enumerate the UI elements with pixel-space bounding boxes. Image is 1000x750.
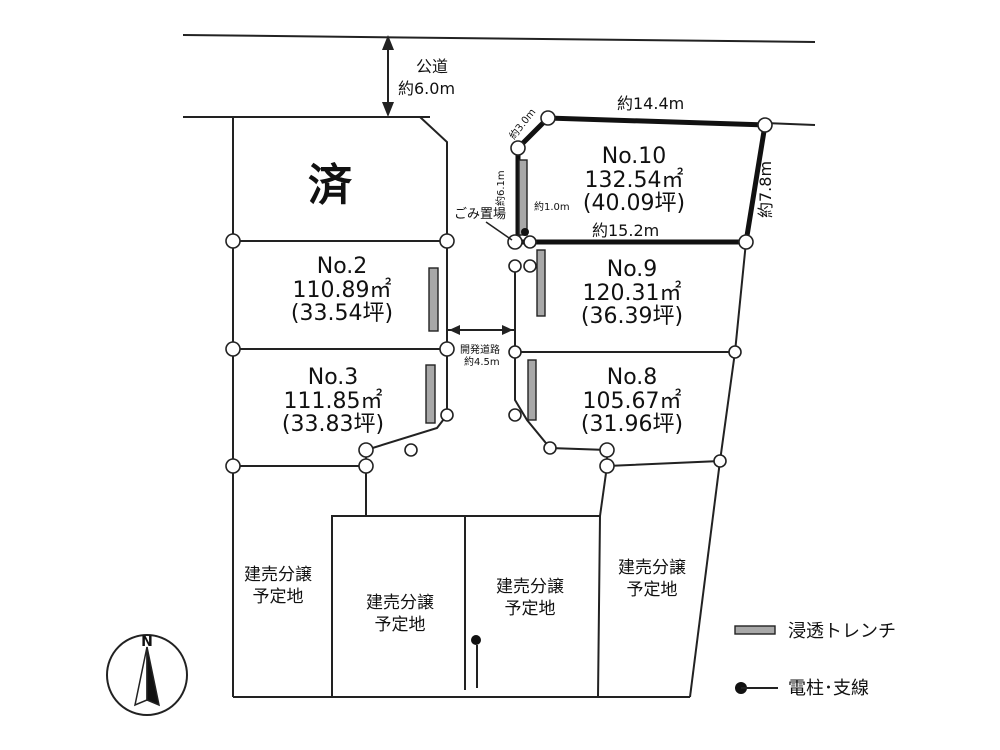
dev-road-width: 約4.5m (464, 355, 500, 368)
road-width-arrow (382, 35, 394, 117)
utility-pole-icon (471, 635, 481, 645)
lot-area: 111.85㎡ (284, 388, 383, 414)
dev-road-arrow (449, 325, 513, 335)
lot-number: No.2 (317, 254, 368, 279)
planned-sale-label: 予定地 (253, 587, 304, 607)
legend-trench-label: 浸透トレンチ (788, 621, 896, 642)
lot-number: No.3 (308, 365, 359, 390)
planned-sale-label: 建売分譲 (244, 565, 312, 585)
planned-sale-label: 予定地 (375, 615, 426, 635)
garbage-area-label: ごみ置場 (454, 206, 506, 222)
dimension-garbage-offset: 約1.0m (534, 200, 570, 213)
lot-area: 105.67㎡ (583, 388, 682, 414)
trench-icon (734, 625, 776, 635)
dimension-left: 約6.1m (494, 170, 507, 206)
lot-divider (599, 465, 608, 517)
sold-mark: 済 (308, 160, 353, 211)
lot-tsubo: (31.96坪) (581, 412, 683, 437)
public-road-width: 約6.0m (398, 79, 455, 98)
right-outer-boundary (689, 460, 721, 698)
dimension-bottom: 約15.2m (592, 221, 659, 240)
lot-area: 110.89㎡ (293, 277, 392, 303)
trench-icon (428, 267, 439, 332)
lot-tsubo: (33.54坪) (291, 301, 393, 326)
utility-pole-icon (521, 228, 529, 236)
compass-icon: N (106, 634, 188, 716)
trench-icon (536, 249, 546, 317)
lot-number: No.8 (607, 365, 658, 390)
lot-number: No.10 (602, 144, 667, 169)
trench-icon (527, 359, 537, 421)
planned-sale-label: 建売分譲 (366, 593, 434, 613)
planned-sale-label: 予定地 (627, 580, 678, 600)
trench-icon (518, 159, 528, 236)
dev-road-label: 開発道路 (460, 343, 500, 356)
lot-tsubo: (40.09坪) (583, 191, 685, 216)
planned-sale-label: 建売分譲 (618, 558, 686, 578)
dimension-right: 約7.8m (756, 161, 775, 218)
public-road-label: 公道 (416, 57, 448, 76)
garbage-leader (485, 221, 513, 241)
lot-tsubo: (36.39坪) (581, 304, 683, 329)
trench-icon (425, 364, 436, 424)
lot-area: 120.31㎡ (583, 280, 682, 306)
dimension-top: 約14.4m (617, 94, 684, 113)
legend-pole-label: 電柱･支線 (788, 678, 869, 699)
compass-north-label: N (141, 634, 153, 650)
dimension-corner: 約3.0m (506, 106, 538, 142)
legend: 浸透トレンチ 電柱･支線 (734, 621, 896, 699)
lot-tsubo: (33.83坪) (282, 412, 384, 437)
lot-number: No.9 (607, 257, 658, 282)
road-edge-right (764, 122, 816, 126)
lot-area: 132.54㎡ (585, 167, 684, 193)
planned-sale-label: 予定地 (505, 599, 556, 619)
road-edge-top (182, 34, 816, 43)
boundary-markers (225, 110, 773, 474)
planned-sale-label: 建売分譲 (496, 577, 564, 597)
